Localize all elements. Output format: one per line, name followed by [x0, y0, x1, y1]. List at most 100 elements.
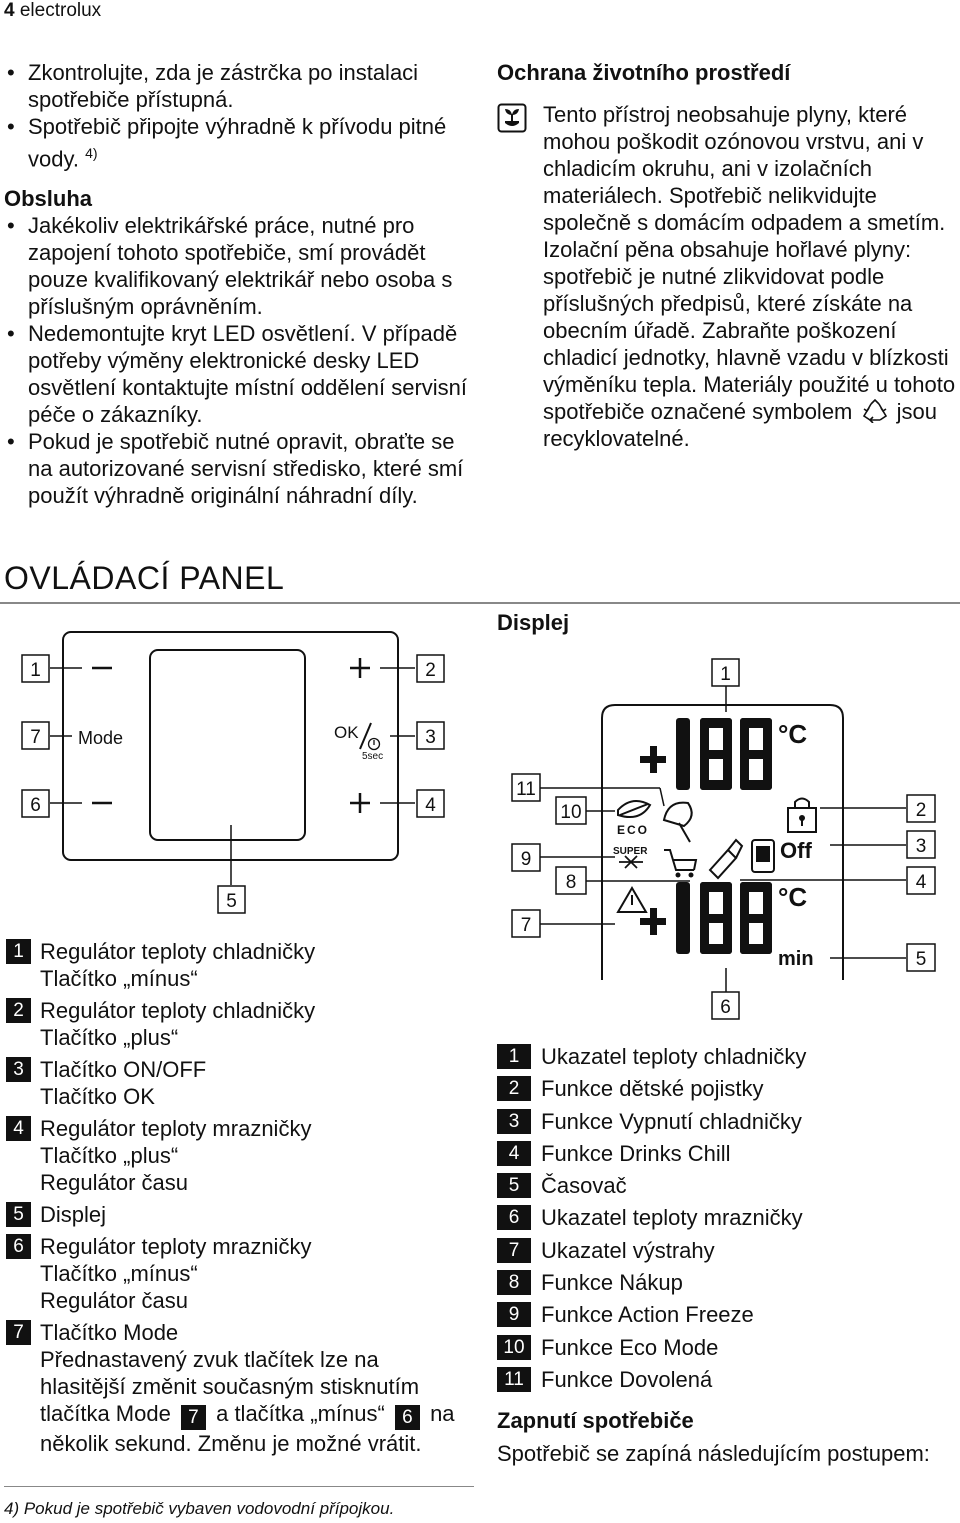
legend-number: 10 [497, 1334, 531, 1360]
callout-label: 5 [916, 949, 927, 970]
legend-label: Funkce Eco Mode [541, 1334, 719, 1360]
super-label: SUPER [613, 846, 648, 857]
leaf-icon [617, 800, 652, 818]
legend-label: Funkce Vypnutí chladničky [541, 1108, 802, 1134]
legend-line: Regulátor času [40, 1170, 188, 1195]
brand-name: electrolux [19, 0, 102, 21]
environment-text-2: jsou recyklovatelné. [543, 399, 937, 451]
bullet-text: Zkontrolujte, zda je zástrčka po instala… [28, 60, 419, 112]
off-label: Off [780, 838, 812, 863]
legend-number: 4 [6, 1116, 31, 1141]
legend-item: 10 Funkce Eco Mode [497, 1334, 957, 1366]
legend-number: 4 [497, 1140, 531, 1166]
legend-item: 5 Displej [4, 1201, 474, 1228]
legend-line: Tlačítko Mode [40, 1320, 179, 1345]
legend-line: Displej [40, 1202, 107, 1227]
page-number: 4 [4, 0, 15, 21]
legend-item: 5 Časovač [497, 1172, 957, 1204]
legend-number: 7 [497, 1237, 531, 1263]
legend-line: Regulátor času [40, 1288, 188, 1313]
callout-label: 9 [521, 849, 532, 870]
list-item: •Jakékoliv elektrikářské práce, nutné pr… [7, 213, 453, 319]
inline-ref: 6 [394, 1405, 420, 1430]
plant-icon [497, 103, 527, 133]
callout-label: 4 [425, 795, 436, 816]
callout-label: 1 [30, 660, 41, 681]
panel-title-wrap: OVLÁDACÍ PANEL [4, 560, 284, 597]
lock-icon [787, 797, 817, 833]
shopping-cart-icon [664, 849, 698, 871]
power-icon [367, 737, 381, 751]
environment-text: Tento přístroj neobsahuje plyny, které m… [497, 101, 957, 452]
environment-section: Ochrana životního prostředí Tento přístr… [497, 59, 957, 452]
eco-label: ECO [617, 823, 649, 837]
umbrella-icon [662, 801, 693, 843]
legend-label: Ukazatel teploty chladničky [541, 1044, 807, 1069]
legend-number: 6 [497, 1205, 531, 1231]
legend-label: Funkce dětské pojistky [541, 1076, 764, 1102]
legend-item: 7 Tlačítko Mode Přednastavený zvuk tlačít… [4, 1319, 474, 1457]
legend-line: Regulátor teploty chladničky [40, 939, 316, 964]
min-label: min [778, 948, 814, 970]
legend-number: 5 [497, 1173, 531, 1199]
legend-line: Regulátor teploty chladničky [40, 998, 316, 1023]
switch-on-text: Spotřebič se zapíná následujícím postupe… [497, 1441, 930, 1466]
legend-number: 6 [6, 1234, 31, 1259]
callout-label: 7 [30, 727, 41, 748]
legend-label: Ukazatel výstrahy [541, 1237, 715, 1263]
legend-line: Tlačítko ON/OFF [40, 1057, 207, 1082]
legend-number: 2 [497, 1076, 531, 1102]
legend-number: 8 [497, 1270, 531, 1296]
legend-line: Regulátor teploty mrazničky [40, 1234, 312, 1259]
mode-note-1: Přednastavený zvuk tlačítek lze na hlasi… [40, 1347, 420, 1426]
callout-label: 6 [30, 795, 41, 816]
legend-number: 1 [497, 1044, 531, 1069]
display-diagram: °C °C min ECO SUPER Off [511, 658, 936, 1020]
display-title: Displej [497, 610, 570, 635]
legend-label: Časovač [541, 1173, 627, 1199]
mode-note-2: a tlačítka „mínus“ [216, 1401, 385, 1426]
callout-label: 3 [916, 836, 927, 857]
panel-display-area [149, 649, 306, 841]
bottle-icon [708, 838, 744, 880]
control-panel-diagram: 1 2 7 3 6 4 5 Mode OK 5sec [21, 631, 445, 914]
legend-item: 9 Funkce Action Freeze [497, 1301, 957, 1333]
callout-label: 11 [516, 779, 536, 800]
callout-boxes [21, 654, 445, 914]
callout-label: 3 [425, 727, 436, 748]
callout-label: 6 [720, 997, 731, 1018]
legend-number: 9 [497, 1302, 531, 1328]
list-item: •Zkontrolujte, zda je zástrčka po instal… [7, 60, 419, 112]
callout-label: 2 [916, 800, 927, 821]
legend-number: 3 [6, 1057, 31, 1082]
inline-ref: 7 [180, 1405, 206, 1430]
legend-item: 1 Ukazatel teploty chladničky [497, 1043, 957, 1075]
legend-line: Tlačítko OK [40, 1084, 155, 1109]
divider [0, 602, 960, 604]
section-title: Ochrana životního prostředí [497, 60, 791, 85]
legend-number: 5 [6, 1202, 31, 1227]
snowflake-icon [619, 855, 643, 869]
legend-number: 2 [6, 998, 31, 1023]
celsius-label: °C [778, 882, 807, 912]
legend-label: Funkce Action Freeze [541, 1302, 754, 1328]
fridge-temperature-digits [640, 718, 772, 790]
bullet-text: Nedemontujte kryt LED osvětlení. V přípa… [28, 321, 468, 427]
section-title: Obsluha [4, 186, 93, 211]
mode-label: Mode [78, 728, 123, 748]
sec-label: 5sec [362, 751, 383, 762]
panel-title: OVLÁDACÍ PANEL [4, 560, 285, 596]
bullet-text: Jakékoliv elektrikářské práce, nutné pro… [28, 213, 453, 319]
legend-number: 1 [6, 939, 31, 964]
legend-line: Tlačítko „mínus“ [40, 966, 198, 991]
page-header: 4 electrolux [4, 0, 101, 22]
ok-label: OK [334, 723, 359, 742]
footnote-divider [4, 1486, 474, 1487]
